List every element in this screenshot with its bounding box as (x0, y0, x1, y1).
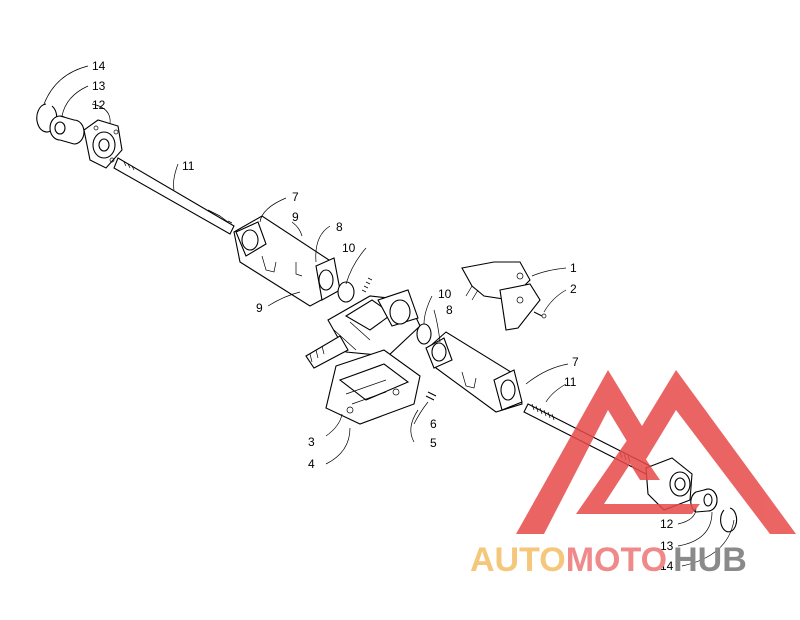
callout-11-upper: 11 (182, 159, 195, 173)
callout-10-lower: 10 (438, 287, 452, 301)
callout-10-upper: 10 (342, 241, 356, 255)
lower-o-ring (416, 323, 432, 345)
callout-2: 2 (570, 282, 577, 296)
upper-bearing (49, 115, 85, 145)
watermark-triangle-outer (516, 370, 796, 534)
callout-6: 6 (430, 417, 437, 431)
watermark-triangle-inner (576, 436, 700, 514)
upper-boot-housing (233, 215, 341, 307)
callout-13-lower: 13 (660, 539, 674, 553)
callout-9-lower: 9 (256, 301, 263, 315)
watermark-word-hub: HUB (673, 541, 747, 579)
steering-arm (461, 261, 541, 331)
callout-13-upper: 13 (92, 79, 106, 93)
mounting-bracket (325, 349, 421, 425)
callout-14-lower: 14 (660, 559, 674, 573)
lower-snap-ring (720, 507, 738, 533)
upper-o-ring (337, 281, 355, 303)
callout-11-lower: 11 (564, 375, 577, 389)
lower-flange (645, 457, 693, 511)
callout-9-upper: 9 (292, 210, 299, 224)
watermark-logo (516, 370, 796, 534)
callout-7-lower: 7 (572, 355, 579, 369)
callout-3: 3 (308, 435, 315, 449)
callout-8-upper: 8 (336, 220, 343, 234)
gearbox (305, 277, 421, 369)
arm-bolt (533, 311, 547, 319)
leader-lines (43, 65, 735, 567)
upper-flange (83, 119, 123, 169)
callout-12-upper: 12 (92, 98, 106, 112)
upper-shaft (113, 157, 235, 235)
lower-boot-housing (425, 331, 523, 413)
callout-5: 5 (430, 436, 437, 450)
callout-labels: 14 13 12 11 7 9 8 10 9 10 8 1 2 7 11 6 5… (92, 59, 674, 573)
bracket-bolt (425, 391, 437, 401)
callout-4: 4 (308, 457, 315, 471)
callout-14-upper: 14 (92, 59, 106, 73)
callout-7-upper: 7 (292, 190, 299, 204)
watermark-word-automoto: AUTOMOTO (470, 541, 667, 579)
callout-1: 1 (570, 261, 577, 275)
callout-12-lower: 12 (660, 517, 674, 531)
callout-8-lower: 8 (446, 303, 453, 317)
